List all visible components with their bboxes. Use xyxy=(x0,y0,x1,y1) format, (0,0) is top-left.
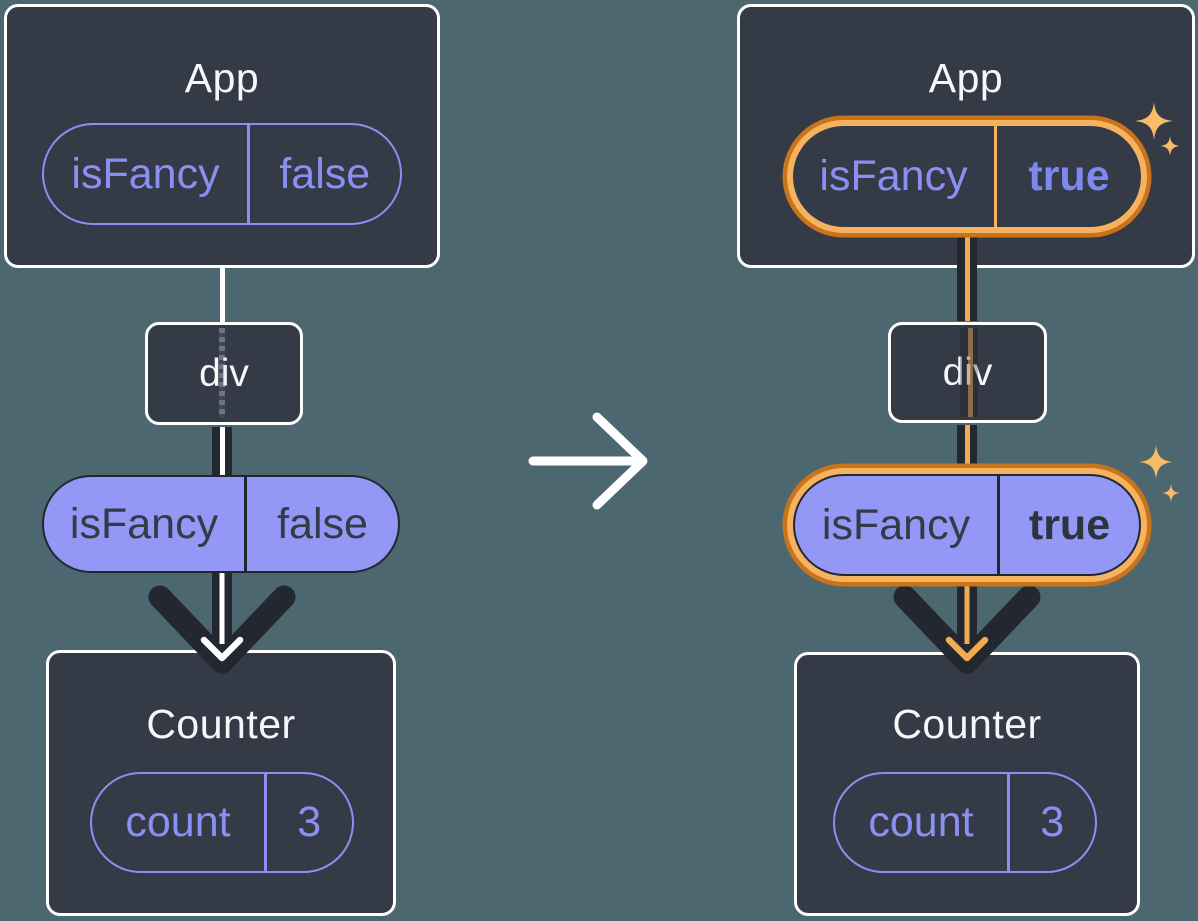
pill-divider xyxy=(997,476,1000,574)
state-value-label: 3 xyxy=(1040,798,1065,846)
prop-into-counter-arrow-icon-highlight xyxy=(893,566,1041,674)
thread-through-div-highlight xyxy=(967,328,973,417)
prop-flow-thread xyxy=(219,427,225,477)
pill-divider xyxy=(247,125,250,223)
pill-divider xyxy=(994,126,997,227)
prop-value-label: false xyxy=(277,499,368,548)
prop-name-label: isFancy xyxy=(71,149,220,198)
prop-name-label: isFancy xyxy=(821,500,971,549)
counter-state-pill-before: count 3 xyxy=(90,772,354,873)
sparkles-icon xyxy=(1139,445,1180,502)
passed-prop-pill-before: isFancy false xyxy=(42,475,400,573)
prop-name-label: isFancy xyxy=(69,499,219,548)
component-title: Counter xyxy=(892,701,1042,747)
component-title: App xyxy=(184,55,260,101)
transition-arrow-icon xyxy=(528,412,648,510)
state-name-label: count xyxy=(125,798,231,846)
prop-name-label: isFancy xyxy=(819,152,968,200)
div-node-box-after: div xyxy=(888,322,1047,423)
arrow-chevron xyxy=(893,585,1041,674)
state-name-label: count xyxy=(868,798,974,846)
prop-flow-thread-highlight xyxy=(964,230,970,321)
arrow-tip xyxy=(200,636,244,662)
app-prop-pill-after: isFancy true xyxy=(793,126,1141,227)
prop-value-label: true xyxy=(1028,500,1111,549)
prop-value-label: true xyxy=(1028,152,1110,200)
pill-divider xyxy=(264,774,267,871)
state-value-label: 3 xyxy=(297,798,322,846)
component-title: App xyxy=(928,55,1004,101)
prop-value-label: false xyxy=(279,149,371,198)
div-label: div xyxy=(199,352,249,396)
sparkles-icon xyxy=(1135,102,1180,156)
parent-child-thread xyxy=(219,266,225,324)
arrow-tip xyxy=(945,636,989,662)
pill-divider xyxy=(1007,774,1010,871)
pill-divider xyxy=(244,477,247,571)
passed-prop-pill-after: isFancy true xyxy=(793,474,1141,576)
div-label: div xyxy=(943,351,993,395)
prop-flow-thread-highlight xyxy=(964,425,970,477)
app-prop-pill-before: isFancy false xyxy=(42,123,402,225)
component-title: Counter xyxy=(146,701,296,747)
prop-into-counter-arrow-icon xyxy=(148,566,296,674)
counter-state-pill-after: count 3 xyxy=(833,772,1097,873)
arrow-chevron xyxy=(148,585,296,674)
div-node-box-before: div xyxy=(145,322,303,425)
thread-through-div xyxy=(219,328,225,418)
